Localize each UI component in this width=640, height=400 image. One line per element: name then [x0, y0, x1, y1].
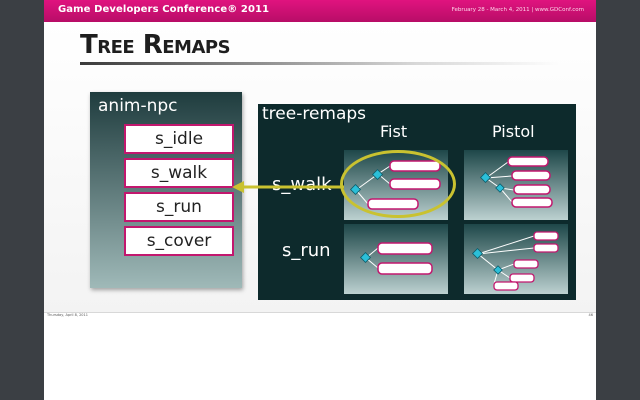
slide-page: Game Developers Conference® 2011 Februar… — [44, 0, 596, 400]
row-header-run: s_run — [282, 240, 331, 261]
highlight-ring — [340, 150, 456, 218]
slide-title: Tree Remaps — [80, 30, 231, 60]
state-idle: s_idle — [124, 124, 234, 154]
footer-divider — [44, 312, 596, 313]
conference-header-band: Game Developers Conference® 2011 Februar… — [44, 0, 596, 22]
tree-remaps-title: tree-remaps — [262, 104, 367, 124]
state-cover: s_cover — [124, 226, 234, 256]
conference-title: Game Developers Conference® 2011 — [58, 4, 270, 15]
state-walk: s_walk — [124, 158, 234, 188]
tree-thumbnail-pistol-walk — [464, 150, 568, 220]
tree-thumbnail-pistol-run — [464, 224, 568, 294]
remap-arrow — [232, 181, 344, 193]
state-run: s_run — [124, 192, 234, 222]
anim-npc-panel: anim-npc s_idle s_walk s_run s_cover — [90, 92, 242, 288]
conference-dates: February 28 - March 4, 2011 | www.GDConf… — [451, 7, 584, 13]
tree-thumbnail-fist-run — [344, 224, 448, 294]
anim-npc-title: anim-npc — [98, 96, 178, 116]
title-underline — [80, 62, 560, 65]
column-header-pistol: Pistol — [492, 122, 535, 141]
footer-date: Thursday, April 8, 2011 — [47, 313, 88, 317]
column-header-fist: Fist — [380, 122, 408, 141]
page-number: 46 — [588, 313, 593, 317]
row-header-walk: s_walk — [272, 174, 332, 195]
